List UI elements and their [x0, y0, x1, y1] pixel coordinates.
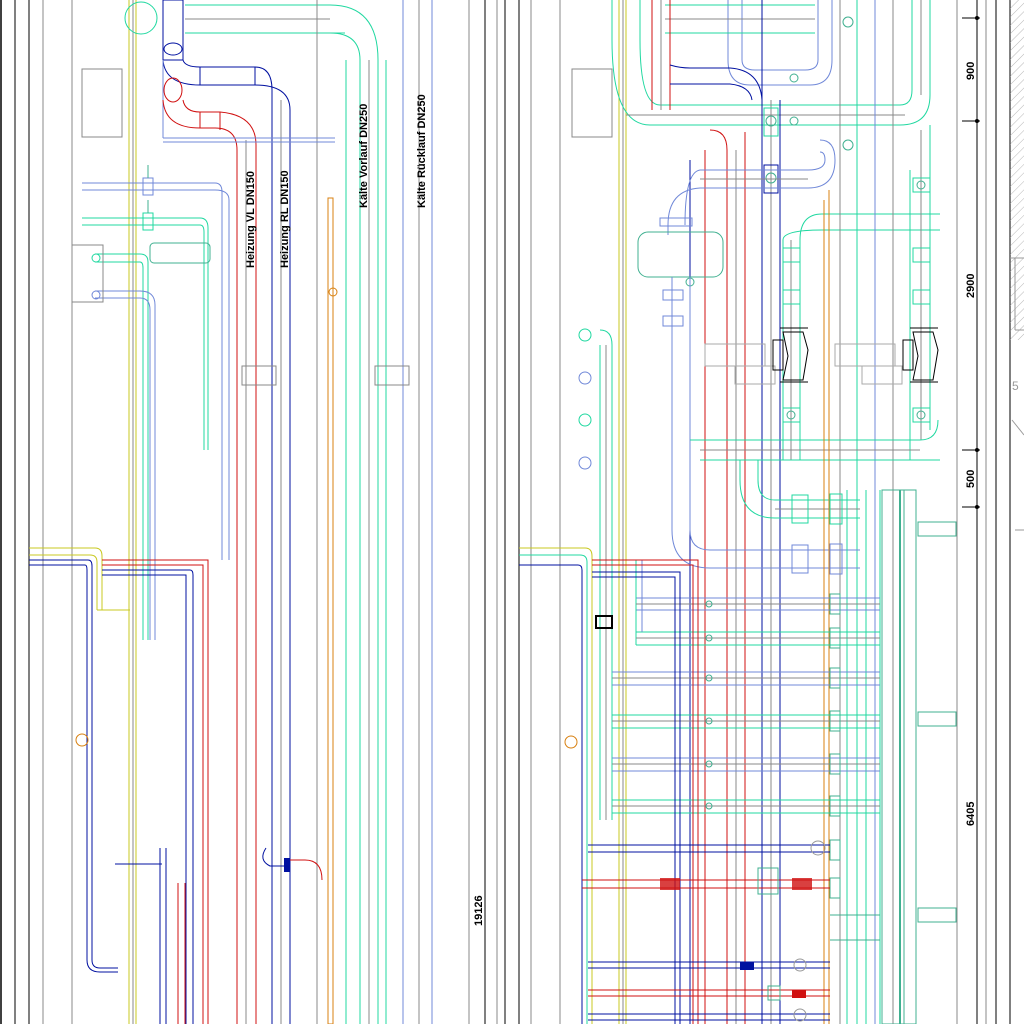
dimension-overall: 19126 — [473, 895, 485, 926]
dimension-chain — [962, 16, 980, 509]
dimension-900: 900 — [965, 62, 977, 80]
manifold-branches — [578, 328, 880, 899]
dimension-500: 500 — [965, 470, 977, 488]
wall-hatch: 5 — [1010, 0, 1024, 531]
dimension-6405: 6405 — [965, 802, 977, 826]
label-kaelte-ruecklauf: Kälte Rücklauf DN250 — [416, 94, 428, 208]
right-section — [519, 0, 957, 1024]
label-heizung-rl: Heizung RL DN150 — [279, 170, 291, 268]
svg-text:5: 5 — [1012, 379, 1019, 393]
left-section — [29, 0, 433, 1024]
pump-valves — [782, 177, 931, 423]
dimension-2900: 2900 — [965, 274, 977, 298]
label-kaelte-vorlauf: Kälte Vorlauf DN250 — [358, 104, 370, 208]
label-heizung-vl: Heizung VL DN150 — [245, 171, 257, 268]
pump-2 — [834, 327, 939, 385]
branch-pipes — [72, 165, 230, 640]
pump-1 — [704, 327, 809, 385]
heating-headers — [582, 840, 880, 1022]
